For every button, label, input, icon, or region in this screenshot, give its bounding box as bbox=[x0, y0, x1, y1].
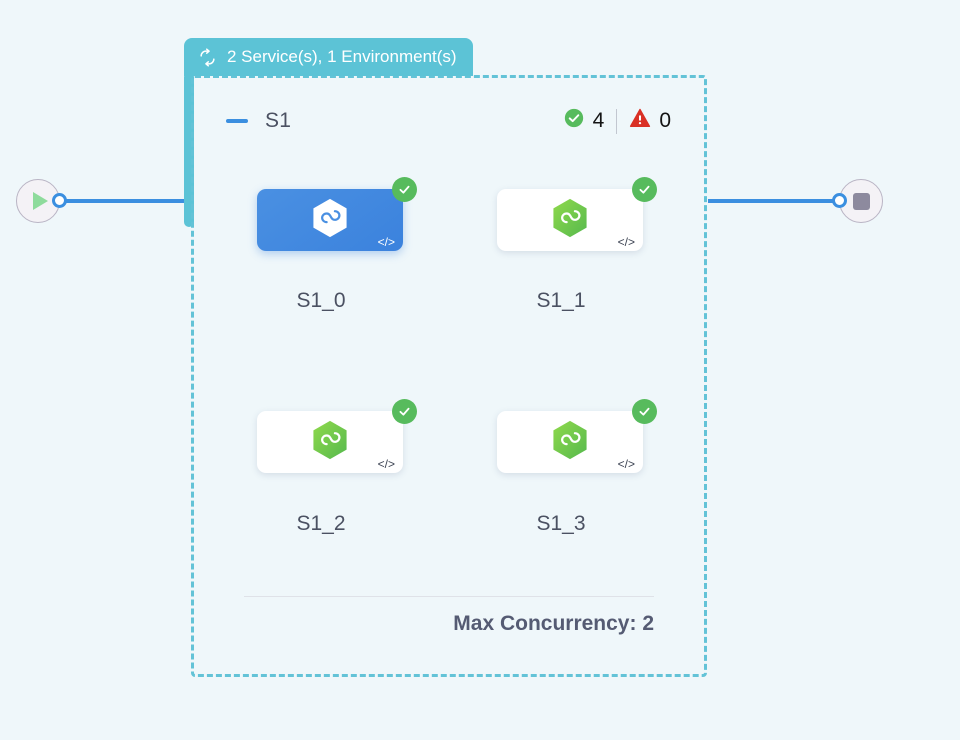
check-circle-badge-icon bbox=[632, 177, 657, 202]
section-status-stats: 4 0 bbox=[563, 107, 671, 135]
warning-triangle-icon bbox=[629, 107, 651, 135]
group-header-tab[interactable]: 2 Service(s), 1 Environment(s) bbox=[184, 38, 473, 76]
check-circle-badge-icon bbox=[392, 177, 417, 202]
play-icon bbox=[33, 192, 48, 210]
code-glyph-icon: </> bbox=[377, 457, 395, 471]
code-glyph-icon: </> bbox=[617, 235, 635, 249]
warning-count: 0 bbox=[659, 109, 671, 132]
max-concurrency-label: Max Concurrency: 2 bbox=[453, 612, 654, 635]
section-name-label: S1 bbox=[265, 109, 292, 132]
service-group-container[interactable] bbox=[191, 75, 707, 677]
success-count: 4 bbox=[592, 109, 605, 132]
group-footer-divider bbox=[244, 596, 654, 597]
stop-icon bbox=[852, 192, 870, 210]
service-node-label-s1-0: S1_0 bbox=[296, 289, 346, 312]
service-node-label-s1-1: S1_1 bbox=[536, 289, 586, 312]
check-circle-badge-icon bbox=[392, 399, 417, 424]
code-glyph-icon: </> bbox=[617, 457, 635, 471]
warning-stat: 0 bbox=[629, 107, 671, 135]
stop-node-input-handle[interactable] bbox=[832, 193, 847, 208]
group-left-accent-strip bbox=[184, 72, 194, 227]
hexagon-loop-icon bbox=[547, 417, 593, 468]
service-node-s1-1[interactable]: </> bbox=[497, 177, 657, 251]
code-glyph-icon: </> bbox=[377, 235, 395, 249]
hexagon-loop-icon bbox=[307, 195, 353, 246]
service-node-label-s1-2: S1_2 bbox=[296, 512, 346, 535]
start-node-output-handle[interactable] bbox=[52, 193, 67, 208]
hexagon-loop-icon bbox=[307, 417, 353, 468]
loop-arrows-icon bbox=[198, 47, 217, 67]
check-circle-badge-icon bbox=[632, 399, 657, 424]
service-node-label-s1-3: S1_3 bbox=[536, 512, 586, 535]
service-node-s1-3[interactable]: </> bbox=[497, 399, 657, 473]
service-node-s1-0[interactable]: </> bbox=[257, 177, 417, 251]
group-header-title: 2 Service(s), 1 Environment(s) bbox=[227, 47, 457, 66]
section-row-s1: S1 4 bbox=[226, 104, 671, 138]
success-stat: 4 bbox=[563, 107, 605, 135]
hexagon-loop-icon bbox=[547, 195, 593, 246]
check-circle-icon bbox=[563, 107, 585, 135]
edge-group-to-stop bbox=[708, 199, 834, 203]
edge-start-to-group bbox=[62, 199, 192, 203]
stats-divider bbox=[616, 108, 618, 134]
minus-icon[interactable] bbox=[226, 119, 248, 123]
service-node-s1-2[interactable]: </> bbox=[257, 399, 417, 473]
